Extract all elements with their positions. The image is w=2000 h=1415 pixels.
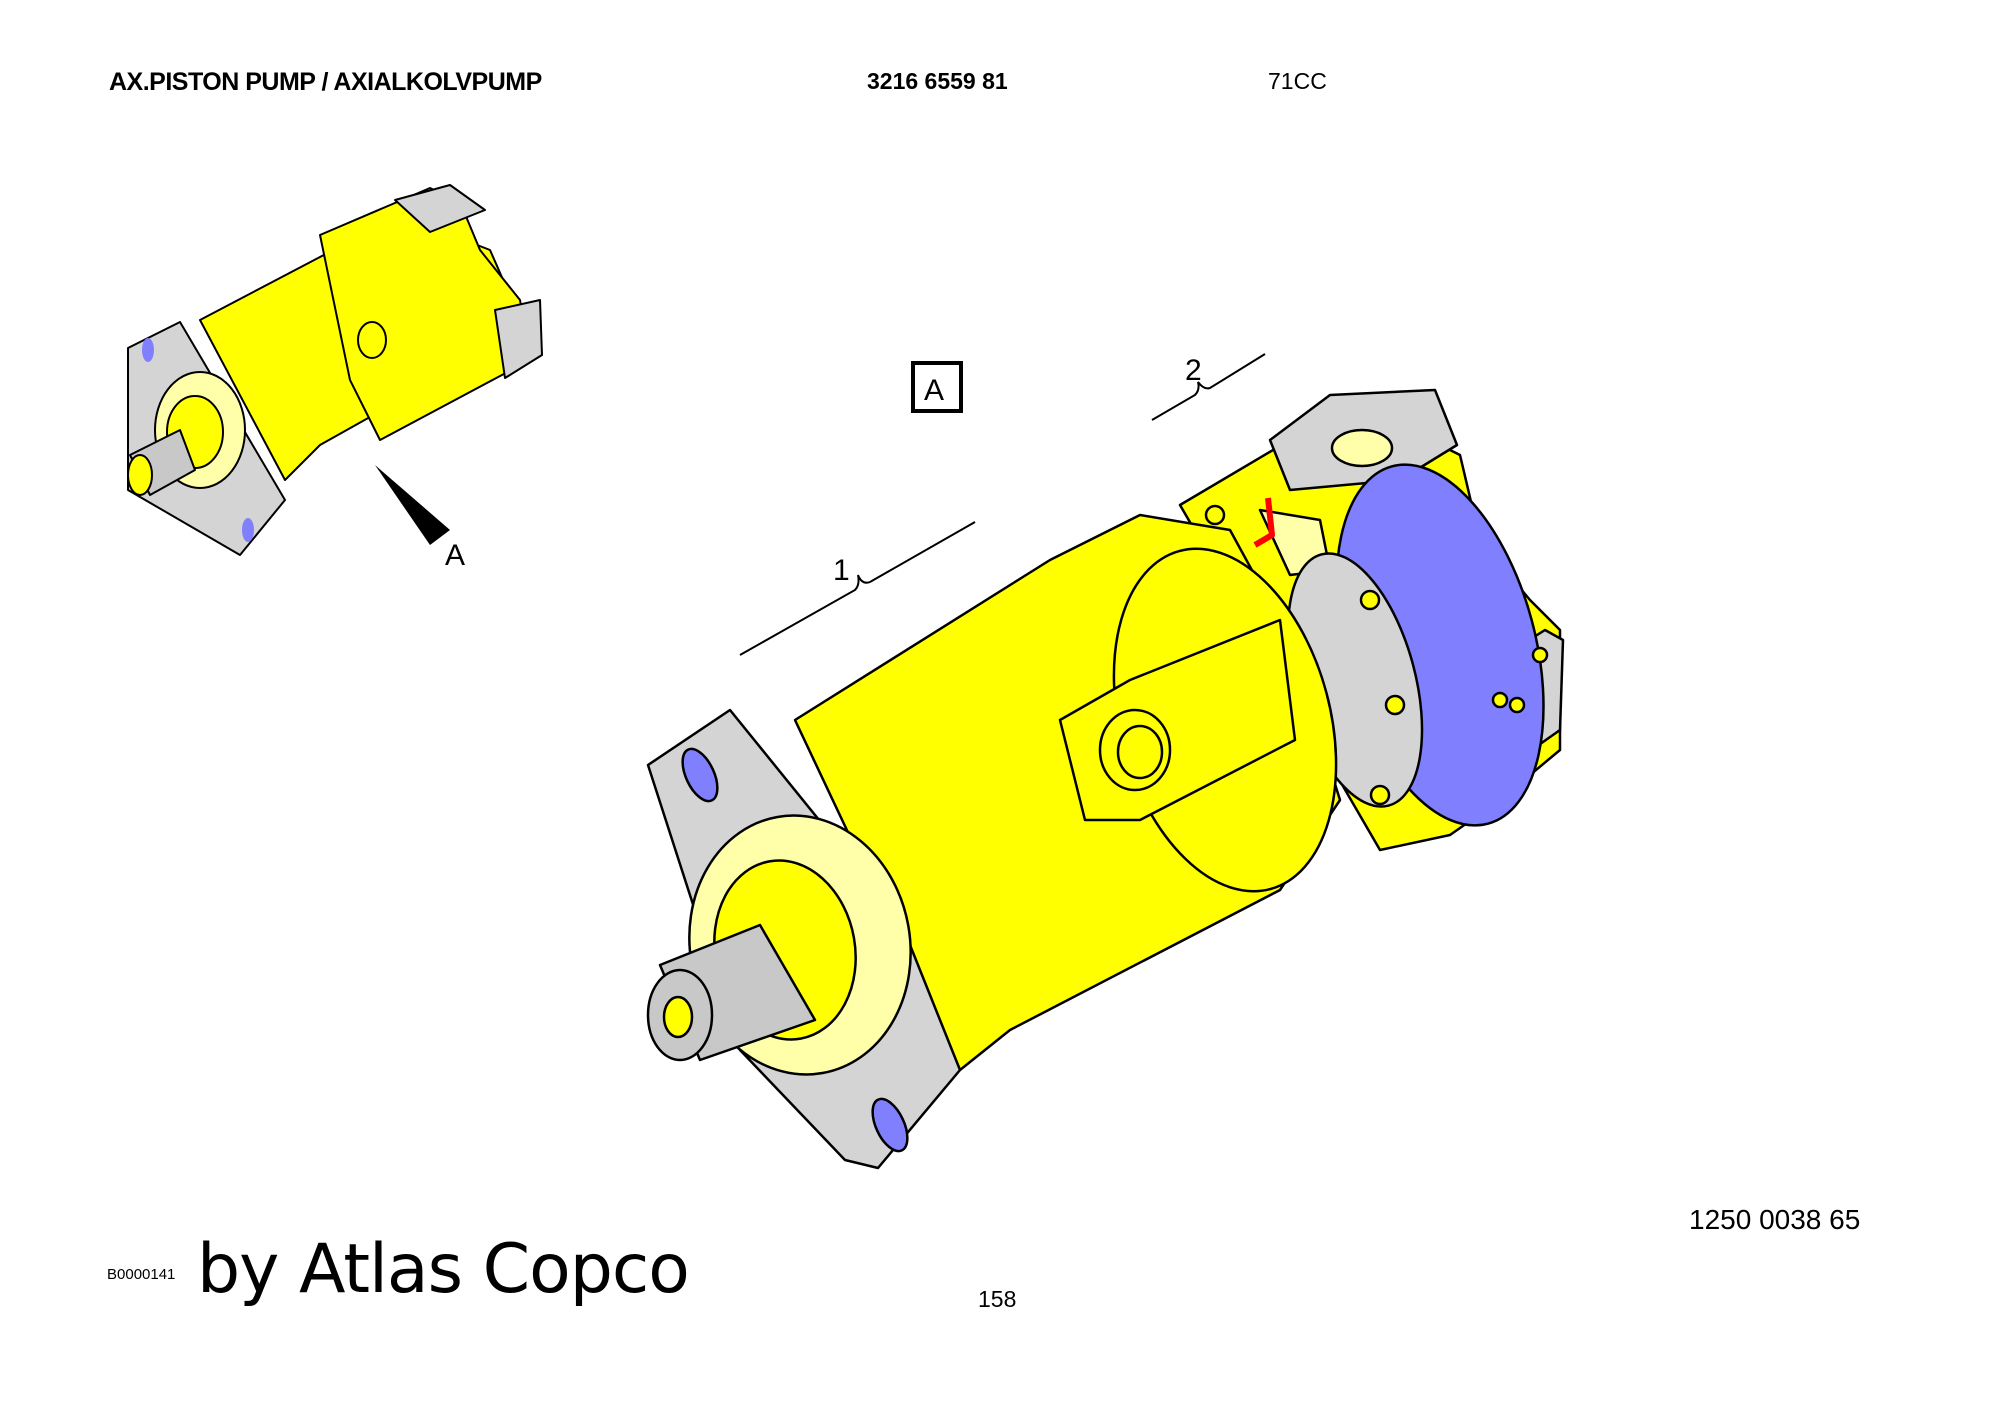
detail-arrow xyxy=(375,465,450,545)
document-title: AX.PISTON PUMP / AXIALKOLVPUMP xyxy=(109,68,542,96)
part-number: 3216 6559 81 xyxy=(867,68,1008,94)
detail-arrow-label: A xyxy=(445,539,465,572)
callout-2: 2 xyxy=(1151,353,1266,421)
main-pump xyxy=(646,388,1565,1170)
variant-code: 71CC xyxy=(1268,68,1327,94)
view-label: A xyxy=(924,374,944,407)
view-label-box xyxy=(911,361,963,413)
image-code: B0000141 xyxy=(107,1266,176,1283)
callout-1: 1 xyxy=(739,521,976,656)
svg-text:1: 1 xyxy=(833,554,850,587)
reference-number: 1250 0038 65 xyxy=(1689,1204,1861,1235)
svg-text:2: 2 xyxy=(1185,354,1202,387)
overview-pump xyxy=(127,184,543,556)
page-number: 158 xyxy=(978,1286,1017,1312)
brand-watermark: by Atlas Copco xyxy=(197,1230,690,1309)
